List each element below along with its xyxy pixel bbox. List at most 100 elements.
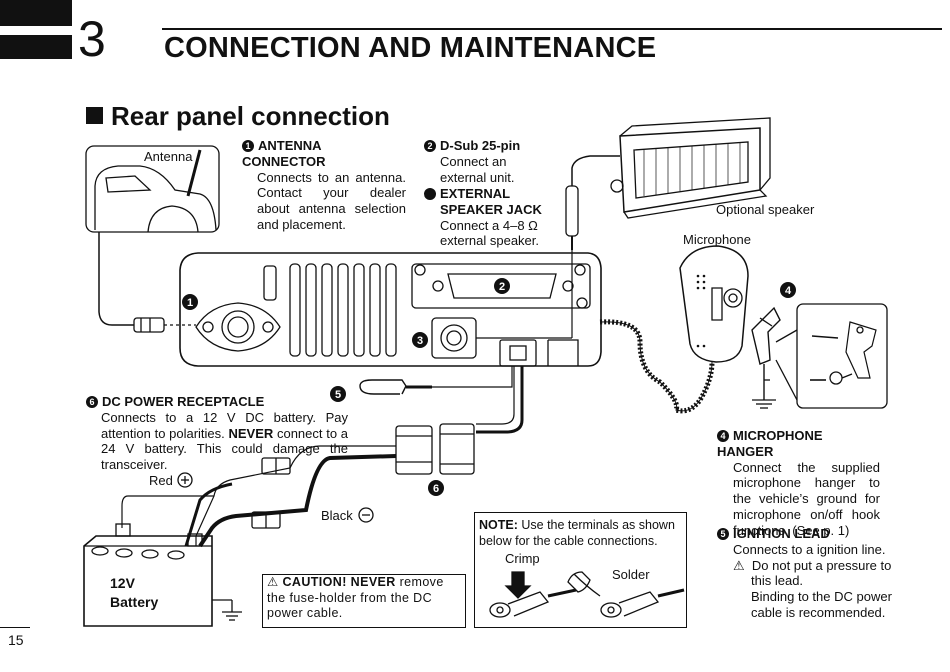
optional-speaker-body (619, 127, 761, 213)
battery-body (83, 535, 213, 627)
dc-plug-male (395, 425, 433, 475)
chapter-title: CONNECTION AND MAINTENANCE (164, 32, 657, 64)
antenna-cable (98, 232, 134, 326)
callout-3 (412, 332, 428, 348)
item-dc-power: 6 DC POWER RECEPTACLE Connects to a 12 V … (86, 394, 348, 473)
number-2-icon: 2 (424, 140, 436, 152)
item-title: D-Sub 25-pin (440, 138, 521, 153)
battery-voltage: 12V (110, 575, 135, 591)
item-text: Connects to a 12 V DC battery. Pay atten… (86, 410, 348, 473)
item-text: Connect an external unit. (440, 153, 515, 185)
note-box: NOTE: Use the terminals as shown below f… (474, 512, 687, 628)
battery-label: 12V Battery (110, 574, 158, 612)
car-wheel-arch (147, 205, 199, 233)
callout-4 (780, 282, 796, 298)
hanger-detail-box (796, 303, 888, 409)
red-wire-label: Red (149, 473, 173, 488)
dsub-plate (411, 263, 591, 309)
callout-5-label: 5 (335, 389, 341, 401)
item-dsub: 2 D-Sub 25-pin Connect an external unit. (424, 138, 546, 185)
callout-3-label: 3 (417, 335, 423, 347)
dc-cable (476, 366, 524, 434)
battery-text: Battery (110, 594, 159, 610)
callout-2-label: 2 (499, 281, 505, 293)
chapter-tab-bar (0, 0, 72, 26)
speaker-plug (565, 185, 579, 237)
note-head: NOTE: (479, 518, 518, 532)
item-text: Connects to an antenna. Contact your dea… (257, 169, 406, 232)
car-inset-box (85, 145, 220, 233)
crimp-arrow-icon (504, 571, 532, 599)
antenna-rod (186, 149, 202, 197)
speaker-cable (571, 155, 620, 186)
note-text: Use the terminals as shown below for the… (479, 518, 675, 548)
crimp-terminal (489, 602, 511, 618)
square-bullet-icon (86, 107, 103, 124)
red-wire (195, 445, 396, 546)
caution-head: CAUTION! NEVER (282, 575, 396, 589)
dc-never: NEVER (228, 425, 274, 441)
dsub-connector (447, 273, 557, 299)
item-text: Connects to a ignition line. (733, 541, 886, 557)
optional-speaker-label: Optional speaker (716, 202, 815, 217)
callout-5 (330, 386, 346, 402)
warning-text-1: Do not put a pressure to this lead. (751, 557, 892, 589)
ignition-fuse (359, 379, 407, 395)
item-title: MICROPHONE HANGER (717, 428, 823, 459)
callout-6-label: 6 (433, 483, 439, 495)
transceiver-body (179, 252, 602, 367)
section-title-text: Rear panel connection (111, 101, 390, 131)
footer-rule (0, 627, 30, 628)
chapter-number: 3 (78, 11, 106, 67)
header-rule (162, 28, 942, 30)
item-ignition-lead: 5 IGNITION LEAD Connects to a ignition li… (717, 526, 897, 621)
ignition-warning: ⚠ Do not put a pressure to this lead. (717, 558, 897, 590)
warning-text-2: Binding to the DC power cable is recomme… (751, 589, 892, 620)
page-number: 15 (8, 632, 24, 648)
solder-terminal (600, 602, 622, 618)
crimp-label: Crimp (505, 551, 540, 566)
microphone-label: Microphone (683, 232, 751, 247)
black-wire-label: Black (321, 508, 353, 523)
antenna-plug (133, 317, 165, 333)
number-3-icon: 3 (419, 188, 436, 200)
dc-socket (499, 339, 537, 367)
minus-icon (358, 507, 374, 523)
item-text: Connect the supplied microphone hanger t… (733, 459, 880, 538)
warning-triangle-icon: ⚠ (267, 575, 279, 589)
microphone-hanger (751, 306, 781, 365)
plus-icon (177, 472, 193, 488)
chapter-tab-bar-lower (0, 35, 72, 59)
speaker-grille (633, 141, 749, 199)
number-6-icon: 6 (86, 396, 98, 408)
callout-1-label: 1 (187, 297, 193, 309)
item-title: DC POWER RECEPTACLE (102, 394, 265, 409)
vent-slot (263, 265, 277, 301)
callout-4-label: 4 (785, 285, 792, 297)
dc-plug-female (439, 423, 475, 475)
diagram-callouts: 1 2 3 4 5 6 (182, 278, 796, 496)
car-window (105, 175, 152, 193)
warning-triangle-icon: ⚠ (733, 557, 745, 573)
solder-label: Solder (612, 567, 650, 582)
section-title: Rear panel connection (86, 101, 390, 132)
number-5-icon: 5 (717, 528, 729, 540)
screw (811, 335, 839, 339)
item-title: ANTENNA CONNECTOR (242, 138, 326, 169)
callout-1 (182, 294, 198, 310)
speaker-jack (440, 324, 468, 352)
item-title: IGNITION LEAD (733, 526, 830, 541)
car-outline (94, 165, 217, 231)
number-1-icon: 1 (242, 140, 254, 152)
item-title: EXTERNAL SPEAKER JACK (440, 186, 542, 217)
hanger-detail (845, 321, 877, 379)
callout-2 (494, 278, 510, 294)
antenna-connector-flange (195, 302, 281, 352)
microphone-body (679, 245, 749, 363)
number-4-icon: 4 (717, 430, 729, 442)
microphone-cord (599, 319, 715, 414)
